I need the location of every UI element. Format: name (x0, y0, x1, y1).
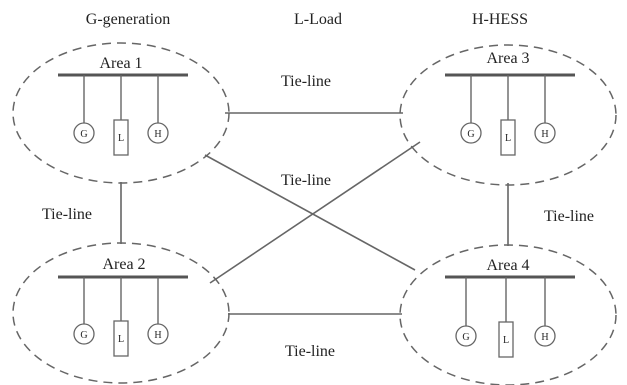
tie-line-area1-area4 (204, 154, 416, 271)
area-boundary (399, 44, 617, 186)
hess-label: H (541, 332, 548, 343)
load-label: L (118, 133, 124, 144)
area-label: Area 4 (486, 257, 529, 274)
area-boundary (12, 42, 230, 184)
area-3: Area 3 G L H (399, 44, 617, 186)
generator-icon (73, 122, 95, 144)
generator-icon (73, 323, 95, 345)
legend-generation: G-generation (86, 11, 170, 28)
area-label: Area 3 (486, 50, 529, 67)
hess-icon (147, 122, 169, 144)
load-icon (500, 119, 516, 156)
tie-line-label-top: Tie-line (281, 73, 331, 90)
area-label: Area 2 (102, 256, 145, 273)
hess-icon (534, 122, 556, 144)
area-label: Area 1 (99, 55, 142, 72)
load-label: L (118, 334, 124, 345)
generator-icon (455, 325, 477, 347)
area-boundary (12, 242, 230, 384)
generator-label: G (80, 330, 87, 341)
area-4: Area 4 G L H (399, 244, 617, 385)
load-label: L (505, 133, 511, 144)
hess-icon (147, 323, 169, 345)
tie-line-label-left: Tie-line (42, 206, 92, 223)
load-icon (498, 321, 514, 358)
load-icon (113, 320, 129, 357)
legend-load: L-Load (294, 11, 342, 28)
generator-label: G (80, 129, 87, 140)
hess-icon (534, 325, 556, 347)
tie-line-label-middle: Tie-line (281, 172, 331, 189)
generator-label: G (462, 332, 469, 343)
area-boundary (399, 244, 617, 385)
hess-label: H (154, 330, 161, 341)
area-1: Area 1 G L H (12, 42, 230, 184)
tie-line-label-bottom: Tie-line (285, 343, 335, 360)
tie-line-label-right: Tie-line (544, 208, 594, 225)
generator-label: G (467, 129, 474, 140)
area-2: Area 2 G L H (12, 242, 230, 384)
load-icon (113, 119, 129, 156)
hess-label: H (154, 129, 161, 140)
tie-line-area3-area2 (209, 141, 421, 284)
hess-label: H (541, 129, 548, 140)
generator-icon (460, 122, 482, 144)
legend-hess: H-HESS (472, 11, 528, 28)
load-label: L (503, 335, 509, 346)
